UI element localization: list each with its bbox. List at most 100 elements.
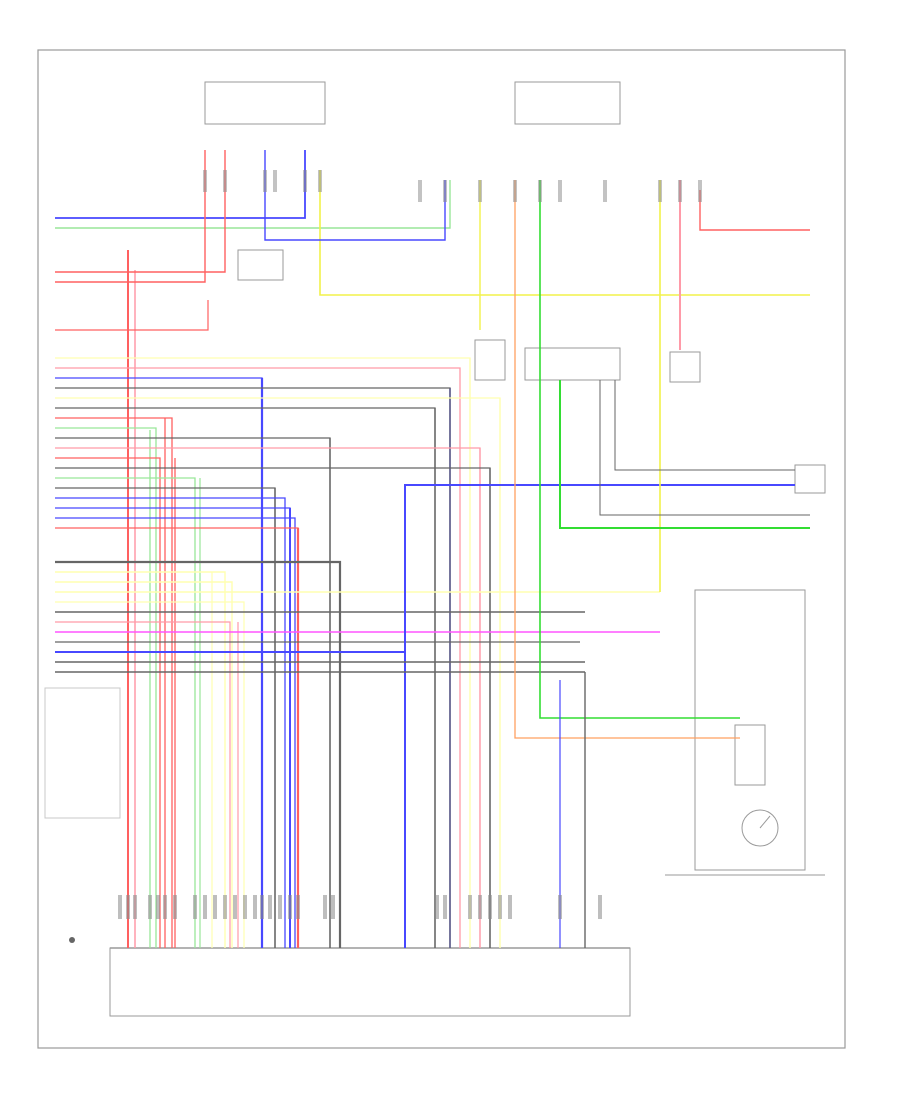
- ecm-pin-5: [156, 895, 160, 919]
- wire-red-2: [55, 150, 206, 283]
- harness-wire-5: [55, 397, 501, 948]
- connector-stub-3: [263, 170, 267, 192]
- connector-stub-8: [443, 180, 447, 202]
- harness-wire-7: [55, 417, 173, 948]
- connector-stub-5: [303, 170, 307, 192]
- harness-wire-17: [55, 517, 296, 948]
- harness-wire-11: [55, 457, 161, 948]
- wire-yellow-long: [319, 170, 810, 296]
- ecm-pin-9: [203, 895, 207, 919]
- harness-wire-6: [55, 407, 436, 948]
- connector-stub-14: [658, 180, 662, 202]
- speedometer-needle: [759, 815, 771, 829]
- wire-blue-top: [55, 150, 306, 219]
- relay-box-mid: [524, 347, 621, 381]
- ecm-pin-3: [133, 895, 137, 919]
- connector-stub-1: [203, 170, 207, 192]
- ground-symbol-left: [69, 937, 75, 943]
- sensor-box-right: [669, 351, 701, 383]
- connector-stub-9: [478, 180, 482, 202]
- connector-box-right: [794, 464, 826, 494]
- harness-wire-3: [55, 377, 263, 948]
- harness-wire-9: [55, 437, 331, 948]
- ecm-pin-2: [126, 895, 130, 919]
- ecm-pin-6: [163, 895, 167, 919]
- ecm-pin-18: [288, 895, 292, 919]
- ecm-pin-4: [148, 895, 152, 919]
- relay-box-top-left: [204, 81, 326, 125]
- wire-red-1: [55, 150, 226, 273]
- wire-red-3: [55, 300, 209, 331]
- wire-lgreen-top: [55, 180, 451, 229]
- wire-gray-right-2: [599, 380, 810, 516]
- wire-green-right: [559, 380, 810, 529]
- harness-wire-4: [55, 387, 451, 948]
- ecm-pins: [118, 170, 702, 919]
- ecm-pin-19: [296, 895, 300, 919]
- harness-wire-1: [55, 357, 471, 948]
- wire-blue-long: [404, 484, 795, 652]
- harness-wire-14: [55, 487, 276, 948]
- harness-wire-2: [55, 367, 461, 948]
- wire-red-right: [699, 190, 810, 231]
- ecm-pin-15: [260, 895, 264, 919]
- relay-box-top-mid: [514, 81, 621, 125]
- ecm-pin-17: [278, 895, 282, 919]
- ecm-pin-28: [508, 895, 512, 919]
- connector-stub-7: [418, 180, 422, 202]
- harness-wire-15: [55, 497, 286, 948]
- harness-wire-16: [55, 507, 291, 948]
- lower-wire-7: [55, 621, 231, 948]
- vertical-wires: [127, 250, 501, 948]
- lower-wire-1: [55, 560, 342, 948]
- connector-stub-15: [678, 180, 682, 202]
- ecm-pin-29: [558, 895, 562, 919]
- ecm-pin-30: [598, 895, 602, 919]
- ecm-pin-12: [233, 895, 237, 919]
- harness-wire-10: [55, 447, 481, 948]
- wire-orange-meter: [514, 180, 740, 739]
- connector-stub-13: [603, 180, 607, 202]
- ecm-pin-23: [443, 895, 447, 919]
- speedometer-gauge: [741, 809, 779, 847]
- connector-stub-16: [698, 180, 702, 202]
- ecm-pin-16: [268, 895, 272, 919]
- combination-meter-box: [694, 589, 806, 871]
- ecm-pin-1: [118, 895, 122, 919]
- harness-wire-18: [55, 527, 299, 948]
- ecm-pin-14: [253, 895, 257, 919]
- diagram-frame: [37, 49, 846, 1049]
- ecm-pin-21: [331, 895, 335, 919]
- ecm-box: [109, 947, 631, 1017]
- ecm-pin-26: [488, 895, 492, 919]
- connector-stub-6: [318, 170, 322, 192]
- lower-wire-2: [55, 571, 226, 948]
- wire-blue-2: [264, 150, 446, 241]
- wire-green-meter: [539, 180, 740, 719]
- ecm-pin-8: [193, 895, 197, 919]
- lower-wire-3: [55, 581, 233, 948]
- stop-switch-box: [237, 249, 284, 281]
- ecm-pin-10: [213, 895, 217, 919]
- connector-stub-2: [223, 170, 227, 192]
- ecm-pin-11: [223, 895, 227, 919]
- harness-wire-12: [55, 467, 491, 948]
- ecm-pin-22: [435, 895, 439, 919]
- harness-wire-13: [55, 477, 196, 948]
- connector-stub-11: [538, 180, 542, 202]
- ecm-pin-27: [498, 895, 502, 919]
- ecm-pin-13: [243, 895, 247, 919]
- sensor-box-mid: [474, 339, 506, 381]
- lower-wire-5: [55, 601, 245, 948]
- harness-wire-8: [55, 427, 157, 948]
- connector-stub-12: [558, 180, 562, 202]
- ecm-pin-25: [478, 895, 482, 919]
- ecm-pin-7: [173, 895, 177, 919]
- ecm-pin-24: [468, 895, 472, 919]
- connector-stub-10: [513, 180, 517, 202]
- wire-gray-right: [614, 380, 795, 471]
- ecm-pin-20: [323, 895, 327, 919]
- horizontal-wires: [55, 150, 810, 948]
- connector-stub-4: [273, 170, 277, 192]
